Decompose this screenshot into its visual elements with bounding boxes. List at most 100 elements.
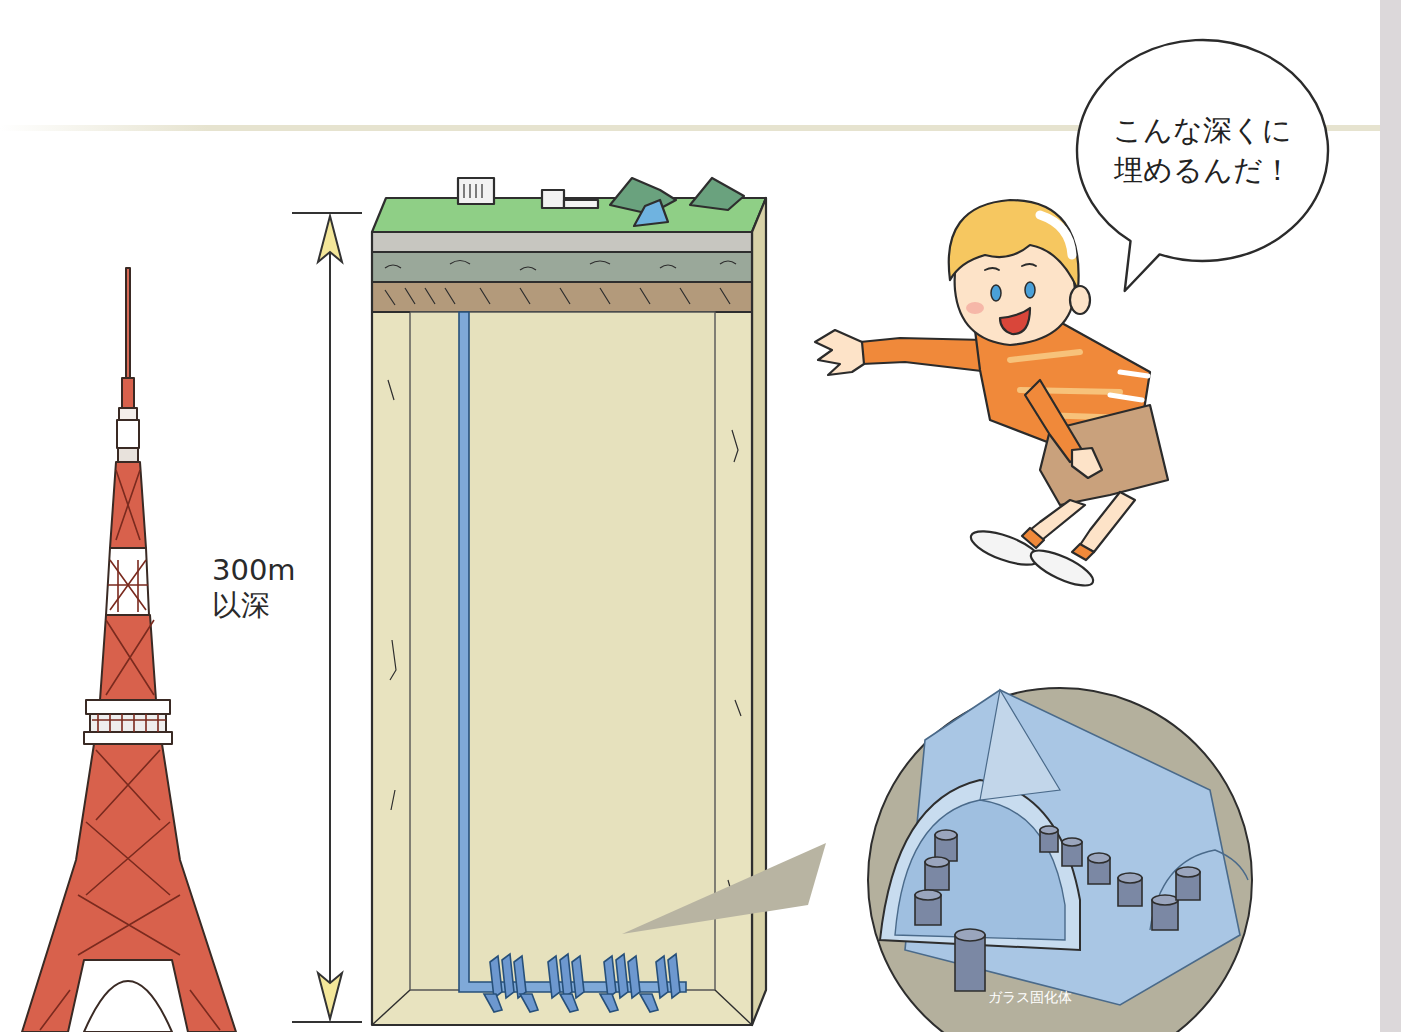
boy-character-part (1025, 282, 1035, 298)
inset-circle-part (1176, 867, 1200, 877)
geology-block-part (388, 380, 741, 898)
tokyo-tower-part (84, 732, 172, 744)
tokyo-tower-part (106, 620, 154, 695)
geology-block-part (372, 252, 752, 282)
tokyo-tower-part (84, 981, 172, 1032)
geology-block-part (715, 990, 752, 1025)
boy-character-part (991, 285, 1001, 301)
inset-circle-part (915, 826, 1200, 991)
geology-block-part (385, 261, 741, 899)
dimension-label: 300m 以深 (212, 553, 312, 623)
inset-circle-part (1040, 826, 1058, 834)
inset-circle-part (980, 690, 1060, 800)
bubble-shape (1077, 40, 1328, 291)
geology-block-part (458, 178, 494, 204)
tokyo-tower-part (100, 615, 156, 700)
boy-character-part (967, 524, 1043, 571)
boy-character (815, 200, 1168, 592)
geology-block-part (385, 288, 730, 305)
inset-circle-part (880, 780, 1080, 950)
tokyo-tower-part (122, 378, 134, 408)
boy-character-part (1072, 544, 1094, 560)
boy-character-part (985, 264, 1036, 270)
tokyo-tower-part (116, 470, 140, 540)
boy-character-part (815, 330, 864, 375)
dimension-line-part (292, 1021, 362, 1023)
disposal-tunnels-part (490, 954, 526, 998)
bubble-text-wrap: こんな深くに 埋めるんだ！ (1103, 111, 1303, 189)
dimension-line (292, 213, 362, 1022)
geology-block-part (410, 312, 715, 990)
disposal-tunnels-part (484, 994, 658, 1012)
tokyo-tower-part (86, 822, 170, 895)
disposal-tunnels (459, 312, 686, 1012)
inset-circle-part (1152, 895, 1178, 905)
disposal-tunnels-part (484, 954, 680, 1012)
geology-block-part (385, 261, 736, 271)
geology-block-part (372, 282, 752, 312)
inset-circle-part (895, 800, 1065, 940)
boy-character-part (949, 200, 1079, 290)
geology-block-part (464, 184, 482, 198)
tokyo-tower-part (78, 895, 180, 955)
inset-circle-part (925, 857, 949, 867)
geology-block-part (372, 232, 752, 252)
callout-pointer (622, 843, 826, 934)
tokyo-tower-part (86, 700, 170, 714)
disposal-tunnels-part (548, 954, 584, 998)
inset-circle-part (1062, 838, 1082, 846)
bubble-outline (1075, 38, 1330, 263)
tokyo-tower-part (108, 560, 148, 612)
geology-block-part (690, 178, 744, 210)
part-label: ガラス固化体 (970, 989, 1090, 1006)
tokyo-tower-part (119, 408, 137, 420)
boy-character-part (1110, 372, 1148, 400)
boy-character-part (1080, 492, 1135, 552)
tokyo-tower-part (90, 714, 166, 732)
tokyo-tower-part (40, 990, 220, 1030)
boy-character-part (1070, 286, 1090, 314)
inset-circle (868, 688, 1252, 1032)
geology-block-part (372, 990, 410, 1025)
boy-character-part (966, 302, 984, 314)
boy-character-part (1072, 448, 1102, 478)
dimension-line-part (318, 973, 342, 1019)
callout-pointer-part (622, 843, 826, 934)
tokyo-tower-part (118, 448, 138, 462)
speech-text: こんな深くに 埋めるんだ！ (1103, 111, 1303, 189)
tokyo-tower-part (92, 714, 166, 732)
dimension-line-part (292, 212, 362, 214)
inset-circle-part (1088, 853, 1110, 863)
inset-circle-part (915, 890, 941, 900)
page-frame-part (1380, 0, 1401, 1032)
geology-block-part (542, 190, 564, 208)
geology-block-part (634, 200, 668, 226)
tokyo-tower-part (106, 548, 149, 615)
boy-character-part (1000, 308, 1030, 334)
boy-character-part (1027, 544, 1098, 593)
inset-circle-part (935, 830, 957, 840)
disposal-tunnels-part (604, 954, 640, 998)
inset-circle-part (1150, 850, 1248, 930)
tokyo-tower-part (117, 420, 139, 448)
inset-circle-part (905, 690, 1240, 1005)
boy-character-part (860, 338, 990, 372)
tokyo-tower-part (22, 744, 236, 1032)
inset-circle-part (955, 935, 985, 991)
dimension-line-part (329, 225, 331, 1010)
tokyo-tower-part (126, 268, 130, 380)
speech-bubble: こんな深くに 埋めるんだ！ (1075, 38, 1330, 263)
inset-circle-part (868, 688, 1252, 1032)
boy-character-part (1040, 215, 1072, 255)
dimension-line-part (318, 216, 342, 262)
geology-block-part (564, 200, 598, 208)
disposal-tunnels-part (656, 954, 680, 998)
disposal-tunnels-part (459, 312, 686, 992)
tokyo-tower-part (96, 750, 160, 820)
inset-circle-part (955, 929, 985, 941)
inset-circle-part (1118, 873, 1142, 883)
geology-block-part (372, 311, 410, 312)
boy-character-part (1010, 352, 1130, 418)
